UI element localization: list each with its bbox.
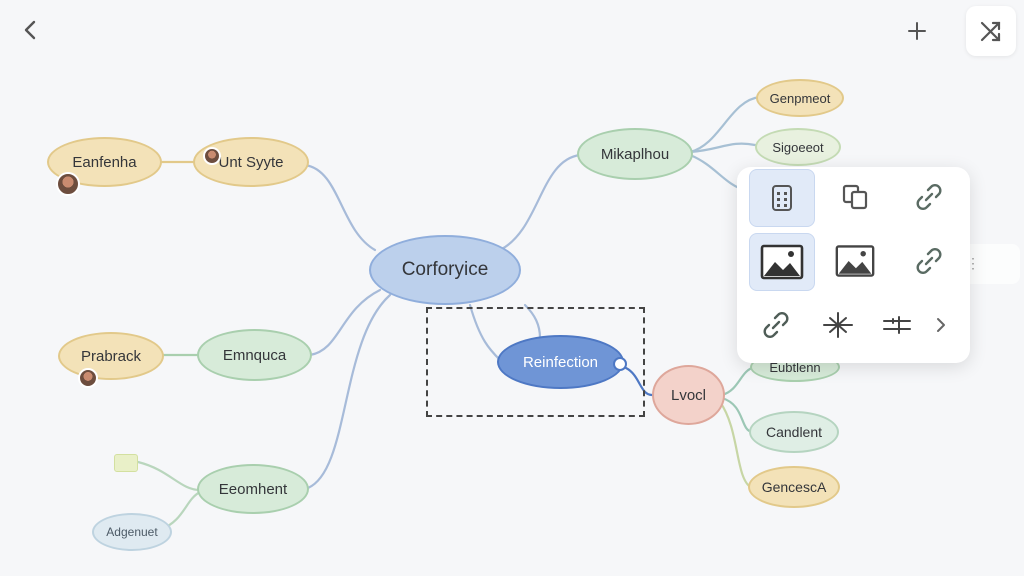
duplicate-button[interactable]: [823, 169, 887, 225]
node-right-child-3[interactable]: GencescA: [748, 466, 840, 508]
connector-topright-child1: [688, 95, 762, 154]
node-label: Prabrack: [80, 347, 142, 365]
image-button-2[interactable]: [823, 233, 887, 289]
connector-handle[interactable]: [613, 357, 627, 371]
sparkle-icon: [823, 312, 853, 338]
avatar: [203, 147, 221, 165]
add-node-button[interactable]: [900, 14, 934, 48]
node-label: Lvocl: [670, 386, 707, 404]
node-label: Genpmeot: [769, 90, 831, 106]
node-label: Emnquca: [222, 346, 287, 364]
connector-central-midleft: [308, 288, 382, 357]
avatar: [56, 172, 80, 196]
connector-topright-child2: [688, 142, 757, 154]
node-label: Candlent: [765, 424, 823, 440]
node-top-right-child-1[interactable]: Genpmeot: [756, 79, 844, 117]
node-top-right[interactable]: Mikaplhou: [577, 128, 693, 180]
connector-right-child3: [718, 400, 754, 490]
link-icon: [916, 248, 942, 274]
more-button[interactable]: [923, 297, 959, 353]
connector-bottomleft-note: [136, 460, 202, 492]
central-node-label: Corforyice: [401, 259, 489, 280]
calculator-icon: [772, 185, 792, 211]
background-toolbar: [960, 244, 1020, 284]
image-icon: [760, 244, 804, 280]
image-icon: [835, 245, 875, 277]
node-label: Eubtlenn: [769, 359, 821, 375]
layout-button[interactable]: [966, 6, 1016, 56]
node-right-child-2[interactable]: Candlent: [749, 411, 839, 453]
chevron-left-icon: [24, 20, 36, 40]
node-mid-left-child[interactable]: Prabrack: [58, 332, 164, 380]
node-bottom-left-child[interactable]: Adgenuet: [92, 513, 172, 551]
link-button-2[interactable]: [897, 233, 961, 289]
node-label: GencescA: [761, 479, 827, 495]
connector-central-bottomleft: [306, 293, 392, 490]
link-button-1[interactable]: [897, 169, 961, 225]
align-icon: [883, 316, 911, 334]
image-button-1[interactable]: [749, 233, 815, 291]
connector-central-topright: [498, 153, 582, 252]
connector-central-topleft: [303, 163, 377, 252]
insert-panel: [737, 167, 970, 363]
central-node[interactable]: Corforyice: [369, 235, 521, 305]
node-mid-left[interactable]: Emnquca: [197, 329, 312, 381]
selection-box[interactable]: [426, 307, 645, 417]
node-label: Reinfection: [522, 353, 599, 371]
align-button[interactable]: [867, 297, 927, 353]
node-label: Adgenuet: [106, 525, 158, 539]
node-label: Eeomhent: [218, 480, 288, 498]
chevron-right-icon: [937, 318, 945, 332]
node-label: Unt Syyte: [218, 153, 284, 171]
connector-right-child1: [720, 365, 757, 397]
copy-icon: [842, 184, 868, 210]
link-icon: [916, 184, 942, 210]
link-button-3[interactable]: [745, 297, 807, 353]
node-bottom-left[interactable]: Eeomhent: [197, 464, 309, 514]
calculator-button[interactable]: [749, 169, 815, 227]
avatar: [78, 368, 98, 388]
node-label: Mikaplhou: [600, 145, 670, 163]
node-label: Sigoeeot: [772, 139, 824, 155]
selected-node[interactable]: Reinfection: [497, 335, 624, 389]
shuffle-arrows-icon: [980, 21, 1001, 42]
back-button[interactable]: [14, 14, 46, 46]
connector-selected-right: [624, 366, 654, 397]
node-label: Eanfenha: [72, 153, 137, 171]
node-right[interactable]: Lvocl: [652, 365, 725, 425]
note-icon[interactable]: [114, 454, 138, 472]
sparkle-button[interactable]: [807, 297, 869, 353]
link-icon: [763, 312, 789, 338]
plus-icon: [908, 22, 926, 40]
node-top-right-child-2[interactable]: Sigoeeot: [755, 128, 841, 166]
